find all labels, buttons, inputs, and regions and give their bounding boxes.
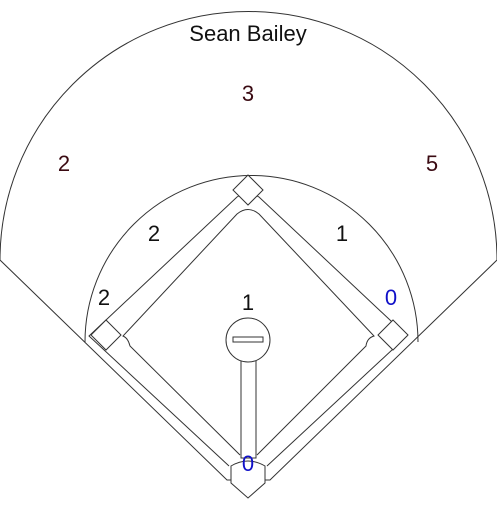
catcher-count: 0	[242, 451, 254, 476]
first-base-bag	[377, 319, 409, 351]
second-base-bag	[232, 174, 264, 206]
third-base-count: 2	[98, 285, 110, 310]
shortstop-count: 2	[148, 221, 160, 246]
third-base-bag	[90, 319, 122, 351]
right-field-count: 5	[426, 151, 438, 176]
inner-base-paths	[122, 209, 375, 456]
pitcher-count: 1	[242, 290, 254, 315]
left-field-count: 2	[58, 151, 70, 176]
home-plate-area	[230, 460, 266, 499]
infield-arc	[84, 175, 419, 343]
first-base-count: 0	[385, 285, 397, 310]
center-field-count: 3	[242, 81, 254, 106]
second-base-count: 1	[336, 221, 348, 246]
pitchers-rubber	[232, 336, 264, 343]
outfield-boundary	[0, 11, 497, 481]
player-name: Sean Bailey	[189, 21, 306, 46]
pitcher-lane	[240, 359, 257, 459]
